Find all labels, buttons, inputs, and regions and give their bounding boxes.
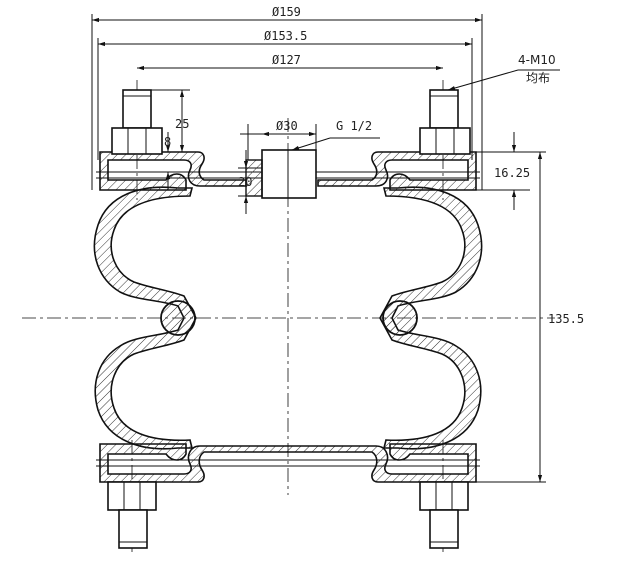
dimension-labels: Ø159 Ø153.5 Ø127 Ø30 G 1/2 25 8 20 16.25… — [164, 5, 584, 326]
top-bolts — [111, 89, 471, 155]
dimension-lines — [91, 14, 560, 483]
dim-d159: Ø159 — [272, 5, 301, 19]
air-port-fitting — [261, 149, 317, 199]
dim-height: 135.5 — [548, 312, 584, 326]
dim-d153: Ø153.5 — [264, 29, 307, 43]
bolt-note-label: 均布 — [526, 71, 550, 85]
top-plate — [96, 149, 480, 199]
dim-port-h: 20 — [238, 175, 252, 189]
bottom-plate — [96, 443, 480, 483]
dim-d127: Ø127 — [272, 53, 301, 67]
bellows — [93, 186, 483, 450]
dim-bolt-len: 25 — [175, 117, 189, 131]
dim-d30: Ø30 — [276, 119, 298, 133]
bolt-bottom-left — [107, 481, 157, 549]
top-bead-plate — [99, 151, 247, 191]
girdle-ring-right — [382, 300, 418, 336]
bolt-spec-label: 4-M10 — [518, 53, 556, 67]
bottom-bead-plate — [99, 443, 477, 483]
top-bead-plate-right — [317, 151, 477, 191]
dim-port: G 1/2 — [336, 119, 372, 133]
dim-plate-thk: 8 — [164, 135, 171, 149]
dim-flange-h: 16.25 — [494, 166, 530, 180]
bottom-bolts — [107, 481, 469, 549]
bolt-bottom-right — [419, 481, 469, 549]
girdle-ring-left — [160, 300, 196, 336]
bolt-top-left — [111, 89, 163, 155]
bolt-top-right — [419, 89, 471, 155]
